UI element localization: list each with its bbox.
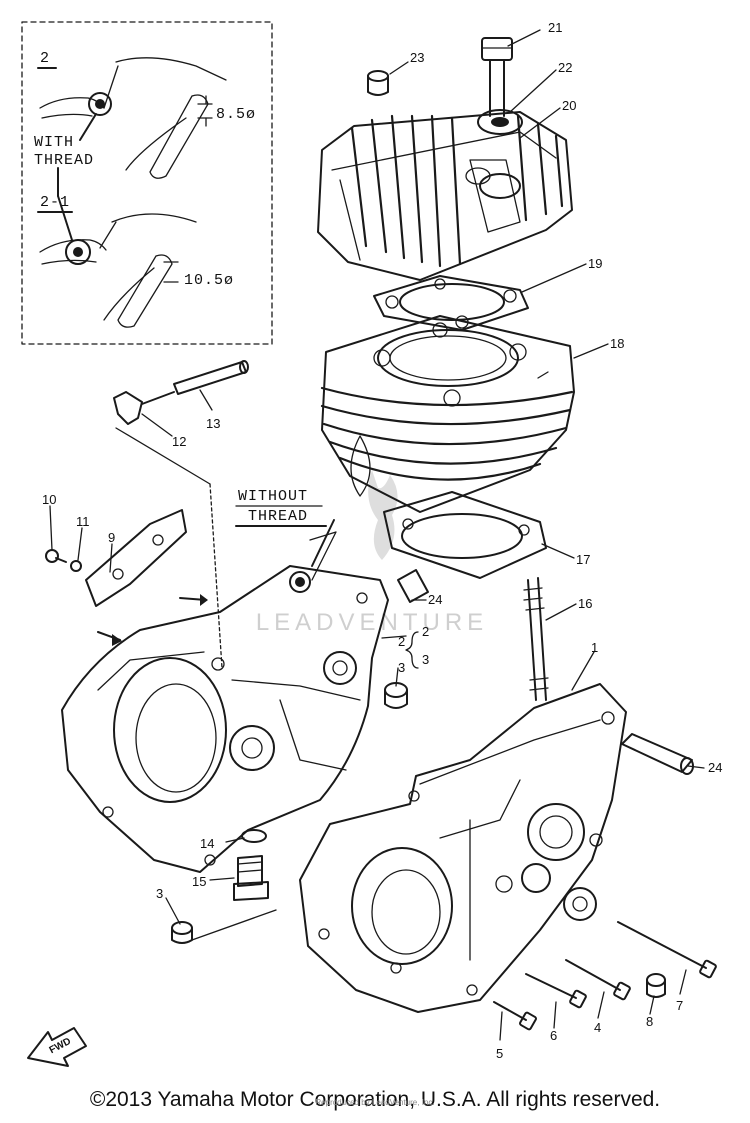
bracket-sub-2: 2 [422,624,429,639]
inset-detail: 2 8.5ø WITH THREAD 2-1 10 [21,21,273,345]
inset-view-2-1-label: 2-1 [40,194,70,211]
without-thread-line2: THREAD [248,508,308,525]
bracket-sub-3: 3 [422,652,429,667]
callout-7: 7 [676,998,683,1013]
watermark-text: LEADVENTURE [256,609,488,636]
callout-numbers: 1 2 3 3 4 5 6 7 8 9 10 11 12 13 14 15 16… [42,20,722,1061]
callout-6: 6 [550,1028,557,1043]
callout-8: 8 [646,1014,653,1029]
callout-18: 18 [610,336,624,351]
callout-10: 10 [42,492,56,507]
callout-24-upper: 24 [428,592,442,607]
inset-view-2-label: 2 [40,50,50,67]
cylinder-head [317,109,573,281]
callout-2: 2 [398,634,405,649]
callout-1: 1 [591,640,598,655]
callout-3-upper: 3 [398,660,405,675]
bushing-lower [171,921,193,944]
inset-dim-upper: 8.5ø [216,106,256,123]
callout-11: 11 [76,514,90,529]
dowel-pin-upper [397,569,429,603]
callout-22: 22 [558,60,572,75]
callout-15: 15 [192,874,206,889]
cylinder [320,315,575,513]
fwd-arrow: FWD [27,1027,87,1067]
callout-3-lower: 3 [156,886,163,901]
leader-lines [49,29,705,1041]
callout-20: 20 [562,98,576,113]
callout-16: 16 [578,596,592,611]
head-gasket [373,275,529,331]
with-thread-line2: THREAD [34,152,94,169]
callout-13: 13 [206,416,220,431]
head-plug [367,70,389,96]
side-cover [85,509,187,607]
dowel-pin-right [621,733,694,775]
callout-19: 19 [588,256,602,271]
crankcase-bolts [493,921,717,1031]
bushing-upper [384,682,408,709]
callout-24-right: 24 [708,760,722,775]
oil-pipe [113,360,249,425]
reproduction-note: Reproduced by LeadVenture, Inc. [315,1098,435,1107]
with-thread-line1: WITH [34,134,74,151]
right-crankcase [299,683,627,1013]
base-gasket [383,491,547,579]
callout-17: 17 [576,552,590,567]
callout-14: 14 [200,836,214,851]
cover-screw [45,549,82,572]
callout-12: 12 [172,434,186,449]
drain-plug [233,855,269,901]
inset-dim-lower: 10.5ø [184,272,234,289]
callout-21: 21 [548,20,562,35]
callout-4: 4 [594,1020,601,1035]
watermark: LEADVENTURE [256,470,488,636]
head-fins [350,114,564,268]
callout-9: 9 [108,530,115,545]
drain-washer [241,829,267,843]
cylinder-stud [523,577,549,701]
without-thread-line1: WITHOUT [238,488,308,505]
head-bolt [481,37,513,117]
callout-23: 23 [410,50,424,65]
left-crankcase [61,531,389,873]
callout-5: 5 [496,1046,503,1061]
copyright-footer: ©2013 Yamaha Motor Corporation, U.S.A. A… [89,1088,661,1111]
